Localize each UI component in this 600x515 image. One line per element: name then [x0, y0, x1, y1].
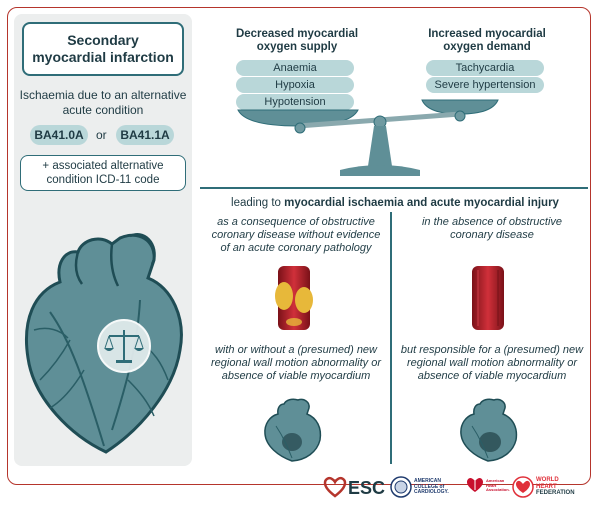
balance-scale-illustration: [237, 99, 499, 176]
diagnosis-description: Ischaemia due to an alternative acute co…: [19, 88, 187, 117]
esc-heart-logo: [323, 476, 347, 498]
whf-logo-text: WORLD HEART FEDERATION: [536, 477, 575, 497]
obstructive-description: as a consequence of obstructive coronary…: [211, 216, 381, 254]
aha-line-3: Association.: [486, 487, 510, 492]
supply-heading: Decreased myocardial oxygen supply: [235, 28, 359, 53]
normal-artery-icon: [472, 266, 504, 330]
balance-scale-badge: [97, 319, 151, 373]
code-badge-ba410a: BA41.0A: [30, 125, 88, 145]
esc-logo-text: ESC: [348, 478, 386, 498]
leading-bold: myocardial ischaemia and acute myocardia…: [284, 197, 559, 209]
whf-line-2: HEART: [536, 483, 557, 490]
acc-line-2: COLLEGE of: [414, 483, 445, 490]
diagnosis-title: Secondary myocardial infarction: [22, 22, 184, 76]
supply-item-hypoxia: Hypoxia: [236, 77, 354, 93]
associated-code-text: + associated alternative condition ICD-1…: [42, 160, 164, 186]
aha-line-1: American: [486, 478, 505, 483]
non-obstructive-description: in the absence of obstructive coronary d…: [421, 216, 563, 241]
small-heart-icon-left: [264, 398, 322, 462]
acc-line-3: CARDIOLOGY.: [414, 489, 449, 495]
aha-line-2: Heart: [486, 482, 497, 488]
associated-code-box: + associated alternative condition ICD-1…: [20, 155, 186, 191]
demand-item-severe-hypertension: Severe hypertension: [426, 77, 544, 93]
outer-frame: [7, 7, 591, 485]
small-heart-icon-right: [460, 398, 518, 462]
wall-motion-description-right: but responsible for a (presumed) new reg…: [400, 344, 584, 382]
column-divider: [390, 212, 392, 464]
leading-prefix: leading to: [231, 197, 281, 209]
aha-logo-text: American Heart Association.: [486, 478, 510, 493]
code-badge-ba411a: BA41.1A: [116, 125, 174, 145]
whf-heart-logo: [512, 476, 534, 498]
obstructed-artery-icon: [275, 266, 313, 330]
whf-line-3: FEDERATION: [536, 490, 575, 496]
diagnosis-title-text: Secondary myocardial infarction: [32, 32, 174, 65]
acc-line-1: AMERICAN: [414, 478, 441, 484]
section-divider: [200, 187, 588, 189]
aha-heart-logo: [467, 477, 483, 492]
acc-seal-logo: [390, 476, 412, 498]
or-label: or: [96, 128, 107, 142]
supply-item-anaemia: Anaemia: [236, 60, 354, 76]
leading-statement: leading to myocardial ischaemia and acut…: [200, 197, 590, 209]
supply-item-hypotension: Hypotension: [236, 94, 354, 110]
acc-logo-text: AMERICAN COLLEGE of CARDIOLOGY.: [414, 478, 449, 496]
wall-motion-description-left: with or without a (presumed) new regiona…: [211, 344, 381, 382]
whf-line-1: WORLD: [536, 477, 559, 483]
demand-heading: Increased myocardial oxygen demand: [428, 28, 546, 53]
demand-item-tachycardia: Tachycardia: [426, 60, 544, 76]
